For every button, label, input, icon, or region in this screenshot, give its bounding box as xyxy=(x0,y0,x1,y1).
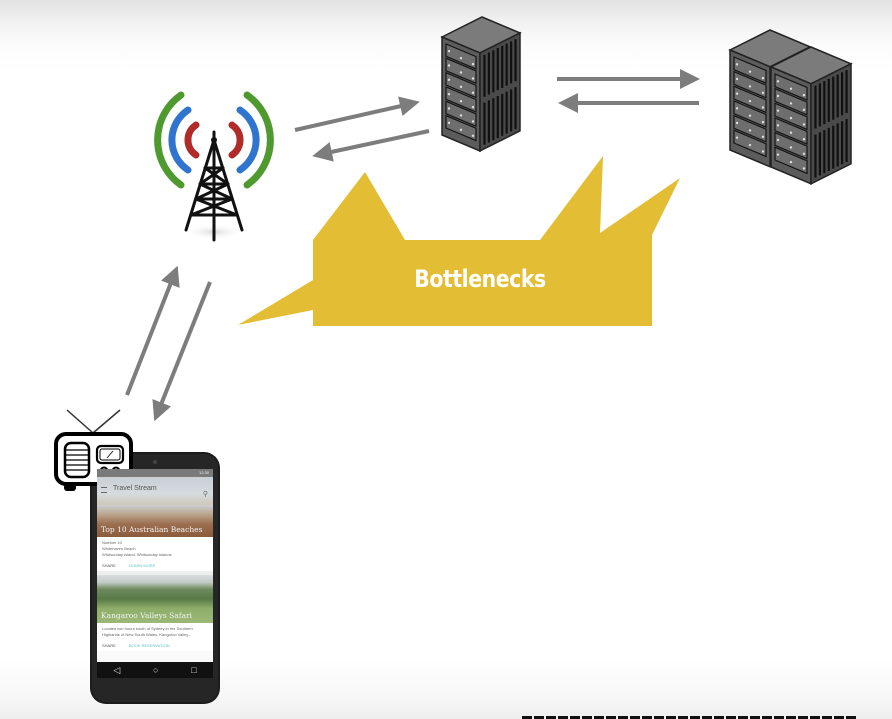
card-title: Kangaroo Valleys Safari xyxy=(101,611,192,620)
card-safari: Kangaroo Valleys Safari Located two hour… xyxy=(97,575,213,651)
card-line: Number 10 xyxy=(102,540,122,545)
card-line: Whitsunday Island, Whitsunday Islands xyxy=(102,552,172,557)
beach-image: Top 10 Australian Beaches xyxy=(97,505,213,537)
app-title: Travel Stream xyxy=(113,485,157,492)
arrow-server-to-tower xyxy=(312,129,430,162)
arrow-tower-to-server xyxy=(294,96,420,132)
card-title: Top 10 Australian Beaches xyxy=(101,525,203,534)
cell-tower-icon xyxy=(154,91,274,242)
status-bar: 12:30 xyxy=(97,469,213,477)
bottleneck-callout-shape xyxy=(238,156,680,326)
arrow-tower-to-phone xyxy=(152,281,212,422)
back-icon[interactable]: ◁ xyxy=(113,664,121,675)
status-time: 12:30 xyxy=(198,470,209,475)
bottom-strip xyxy=(522,716,856,719)
menu-icon[interactable] xyxy=(101,487,107,493)
server-rack-icon xyxy=(440,16,522,153)
safari-image: Kangaroo Valleys Safari xyxy=(97,575,213,623)
arrows-phone-tower xyxy=(125,265,212,422)
share-button[interactable]: SHARE xyxy=(102,643,116,648)
bottlenecks-label: Bottlenecks xyxy=(414,265,546,293)
arrow-phone-to-tower xyxy=(125,265,180,396)
phone-screen: 12:30 Travel Stream ⚲ Top 10 Australian … xyxy=(97,469,213,662)
card-beaches: Top 10 Australian Beaches Number 10 Whit… xyxy=(97,505,213,571)
search-icon[interactable]: ⚲ xyxy=(202,491,208,498)
app-bar: Travel Stream ⚲ xyxy=(97,477,213,505)
card-line: Highlands of New South Wales, Kangaroo V… xyxy=(102,632,192,637)
card-line: Whitehaven Beach xyxy=(102,546,136,551)
book-reservation-button[interactable]: BOOK RESERVATION xyxy=(128,643,170,648)
recents-icon[interactable]: □ xyxy=(191,665,197,675)
radio-icon xyxy=(54,409,133,491)
server-cluster-icon xyxy=(728,29,853,186)
card-line: Located two hours south of Sydney in the… xyxy=(102,626,193,631)
home-icon[interactable]: ○ xyxy=(153,665,159,675)
arrows-tower-server xyxy=(294,96,430,162)
share-button[interactable]: SHARE xyxy=(102,563,116,568)
phone-nav-bar: ◁ ○ □ xyxy=(97,662,213,678)
learn-more-button[interactable]: LEARN MORE xyxy=(128,563,156,568)
arrows-server-cluster xyxy=(557,69,700,113)
